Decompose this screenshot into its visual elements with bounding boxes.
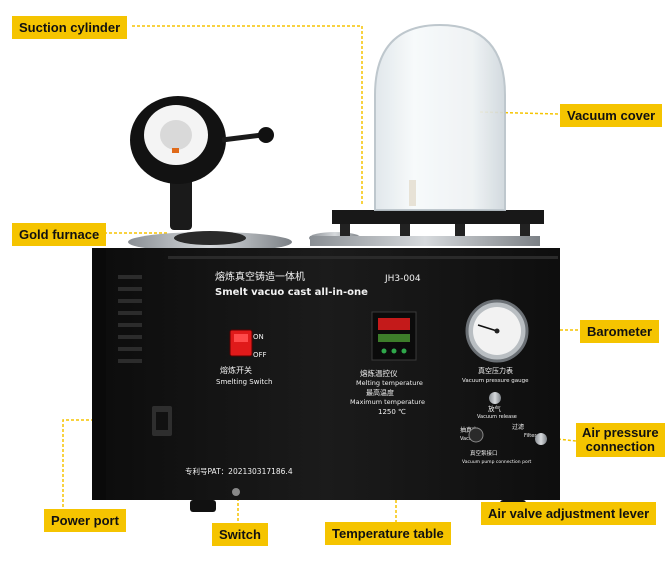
callout-air-pressure-line2: connection — [585, 439, 655, 454]
switch-on-text: ON — [253, 333, 264, 341]
callout-barometer: Barometer — [580, 320, 660, 343]
switch-label-en: Smelting Switch — [216, 378, 272, 386]
callout-suction-cylinder: Suction cylinder — [12, 16, 128, 39]
callout-air-valve-adjustment-lever: Air valve adjustment lever — [481, 502, 657, 525]
air-valve-lever — [468, 427, 484, 443]
callout-temperature-table: Temperature table — [325, 522, 451, 545]
pump-port-cn: 真空泵接口 — [470, 449, 498, 457]
panel-title-en: Smelt vacuo cast all-in-one — [215, 287, 368, 298]
gauge-label-en: Vacuum pressure gauge — [462, 378, 529, 384]
filter-en: Filter — [524, 433, 537, 439]
patent-text: 专利号PAT：202130317186.4 — [185, 466, 293, 476]
furnace-mouth — [174, 231, 246, 245]
vacuum-cover-dome — [374, 23, 506, 211]
temp-max-en: Maximum temperature — [350, 398, 425, 406]
release-en: Vacuum release — [477, 414, 517, 420]
release-valve — [489, 392, 501, 404]
panel-title-cn: 熔炼真空铸造一体机 — [215, 270, 305, 283]
gold-furnace-crucible — [130, 96, 274, 230]
filter-cn: 过滤 — [512, 423, 524, 431]
pump-port-en: Vacuum pump connection port — [462, 459, 532, 465]
vacuum-platform — [310, 210, 544, 246]
callout-air-pressure-connection: Air pressure connection — [576, 423, 665, 457]
temp-max-cn: 最高温度 — [366, 388, 394, 397]
smelting-switch — [229, 329, 253, 357]
switch-off-text: OFF — [253, 351, 267, 359]
callout-power-port: Power port — [44, 509, 126, 532]
flask-stub — [409, 180, 416, 206]
temp-max-value: 1250 ℃ — [378, 408, 406, 416]
callout-air-pressure-line1: Air pressure — [582, 425, 659, 440]
panel-model: JH3-004 — [384, 274, 421, 284]
temp-label-en: Melting temperature — [356, 379, 423, 387]
callout-switch: Switch — [212, 523, 268, 546]
vacuum-pressure-gauge — [465, 299, 529, 363]
callout-gold-furnace: Gold furnace — [12, 223, 107, 246]
gauge-label-cn: 真空压力表 — [478, 366, 513, 375]
release-cn: 放气 — [488, 404, 502, 413]
callout-vacuum-cover: Vacuum cover — [560, 104, 663, 127]
panel-text: 熔炼真空铸造一体机 Smelt vacuo cast all-in-one JH… — [185, 270, 537, 476]
switch-label-cn: 熔炼开关 — [220, 365, 252, 375]
vacuum-cn: 抽真空 — [460, 426, 478, 434]
temperature-controller — [371, 311, 417, 361]
temp-label-cn: 熔炼温控仪 — [360, 368, 398, 378]
air-pressure-connector — [535, 433, 547, 445]
machine-body — [92, 248, 560, 512]
